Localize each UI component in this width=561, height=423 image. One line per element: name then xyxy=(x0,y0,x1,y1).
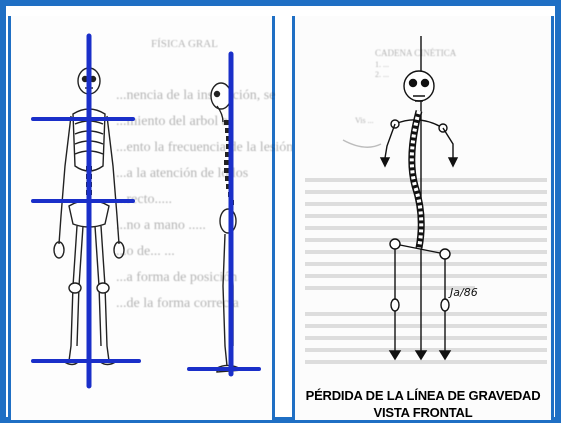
skeleton-drawings-normal xyxy=(11,16,278,420)
figure-caption-title: PÉRDIDA DE LA LÍNEA DE GRAVEDAD xyxy=(295,388,551,403)
faint-sketch xyxy=(343,140,381,147)
skeleton-drawing-frontal xyxy=(295,16,557,420)
faint-background-text xyxy=(305,180,547,362)
side-skeleton xyxy=(211,83,243,372)
posture-panel-normal: FÍSICA GRAL ...nencia de la inspección, … xyxy=(8,16,275,420)
figure-caption-subtitle: VISTA FRONTAL xyxy=(295,405,551,420)
posture-panel-gravity-loss: CADENA CINÉTICA 1. ... 2. ... Vis ... xyxy=(292,16,554,420)
author-signature: Ja/86 xyxy=(450,286,478,299)
